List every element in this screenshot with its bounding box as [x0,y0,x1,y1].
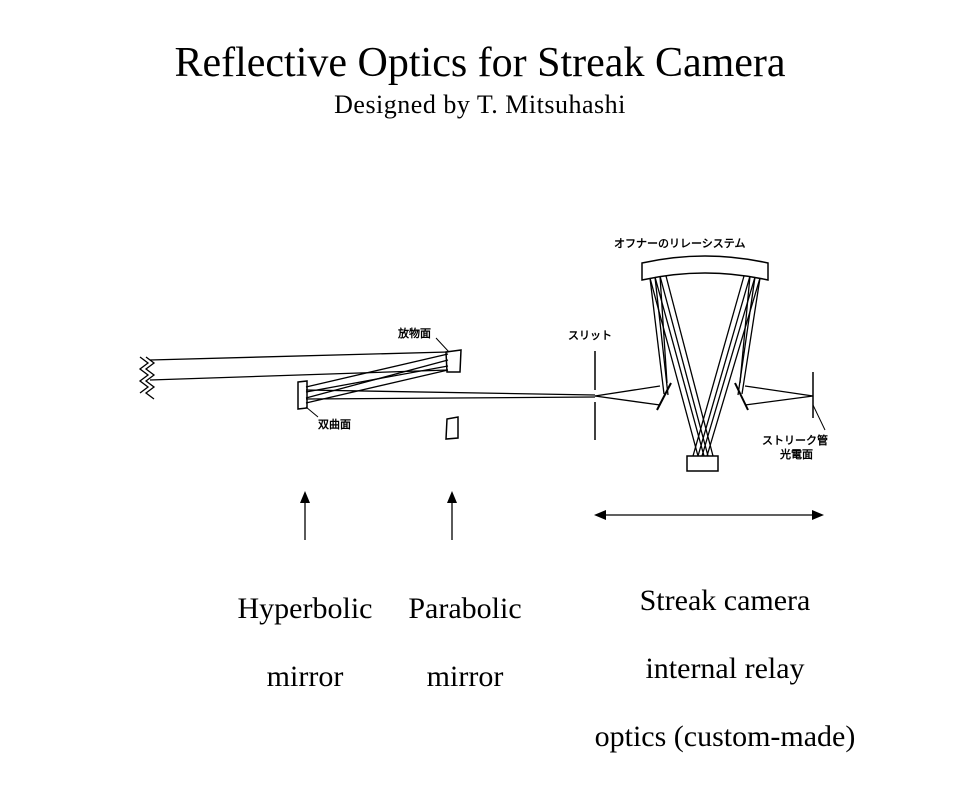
page-title: Reflective Optics for Streak Camera [174,40,786,86]
photocathode-leader [812,404,826,431]
source-wave-bottom [144,356,156,400]
parabolic-jp-label: 放物面 [397,326,431,340]
source-wave-top [138,356,150,394]
hyperbolic-caption: Hyperbolic mirror [205,558,405,728]
parabolic-caption-line2: mirror [426,660,504,693]
relay-caption-line3: optics (custom-made) [594,720,856,753]
page-subtitle: Designed by T. Mitsuhashi [334,90,626,119]
photocathode-jp-label: 光電面 [779,447,813,461]
parabolic-mirror-lower [445,416,459,440]
beam-mid-1 [305,353,449,388]
beam-out-lower [305,396,596,400]
parabolic-caption: Parabolic mirror [380,558,550,728]
hyperbolic-jp-label: 双曲面 [318,417,351,431]
offner-secondary-mirror [686,455,719,472]
parabolic-caption-line1: Parabolic [408,592,522,625]
beam-in-lower [149,369,449,381]
beam-out-upper [305,389,596,396]
beam-mid-4 [305,365,449,393]
relay-caption-line2: internal relay [645,652,805,685]
hyperbolic-mirror [297,380,308,410]
beam-in-upper [149,351,449,361]
hyperbolic-caption-line2: mirror [266,660,344,693]
slit-jp-label: スリット [568,329,612,342]
relay-right-mirror [734,382,749,411]
parabolic-leader [435,337,450,353]
offner-primary-mirror [641,255,769,281]
relay-caption: Streak camera internal relay optics (cus… [560,550,890,788]
parabolic-mirror-upper [445,349,462,373]
hyperbolic-leader [305,406,319,418]
offner-jp-label: オフナーのリレーシステム [614,237,745,250]
streak-tube-jp-label: ストリーク管 [762,433,828,447]
beam-mid-2 [305,369,449,404]
optics-diagram: 放物面 双曲面 スリット オフナーのリレーシステム ストリーク管 光電面 [138,237,828,540]
relay-left-mirror [656,382,672,411]
relay-caption-line1: Streak camera [639,584,811,617]
hyperbolic-caption-line1: Hyperbolic [237,592,373,625]
